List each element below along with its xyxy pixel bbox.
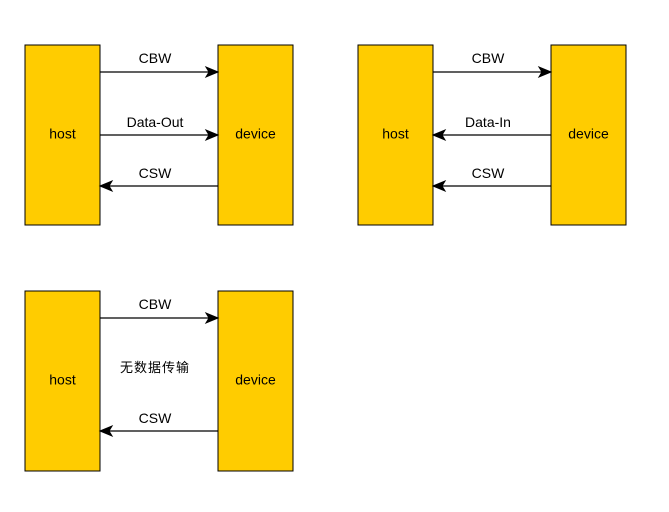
arrow-cbw: CBW [100,50,220,79]
device-label: device [568,126,609,142]
host-label: host [49,126,76,142]
no-data-note: 无数据传输 [120,360,190,376]
device-box [217,44,294,226]
host-label: host [382,126,409,142]
arrow-data-out: Data-Out [100,114,220,142]
arrow-label: CBW [139,50,172,66]
device-box [217,290,294,472]
arrowhead-left-icon [431,128,447,142]
diagram-data-out: host device CBW Data-Out CSW [24,44,294,226]
arrowhead-left-icon [431,179,447,193]
host-box [24,290,101,472]
arrowhead-left-icon [98,179,114,193]
arrow-csw: CSW [98,165,218,193]
arrowhead-right-icon [537,65,553,79]
diagram-data-in: host device CBW Data-In CSW [357,44,627,226]
arrow-label: Data-In [465,114,511,130]
arrowhead-right-icon [204,128,220,142]
arrow-cbw: CBW [100,296,220,325]
host-label: host [49,372,76,388]
arrow-csw: CSW [98,410,218,438]
host-box [357,44,434,226]
diagram-no-data: host device CBW 无数据传输 CSW [24,290,294,472]
device-label: device [235,126,276,142]
arrow-data-in: Data-In [431,114,551,142]
arrow-label: CSW [139,410,172,426]
arrowhead-right-icon [204,65,220,79]
device-box [550,44,627,226]
arrowhead-left-icon [98,424,114,438]
arrow-csw: CSW [431,165,551,193]
arrow-cbw: CBW [433,50,553,79]
arrowhead-right-icon [204,311,220,325]
arrow-label: CBW [139,296,172,312]
arrow-label: CSW [139,165,172,181]
arrow-label: CBW [472,50,505,66]
host-box [24,44,101,226]
device-label: device [235,372,276,388]
arrow-label: CSW [472,165,505,181]
arrow-label: Data-Out [127,114,184,130]
